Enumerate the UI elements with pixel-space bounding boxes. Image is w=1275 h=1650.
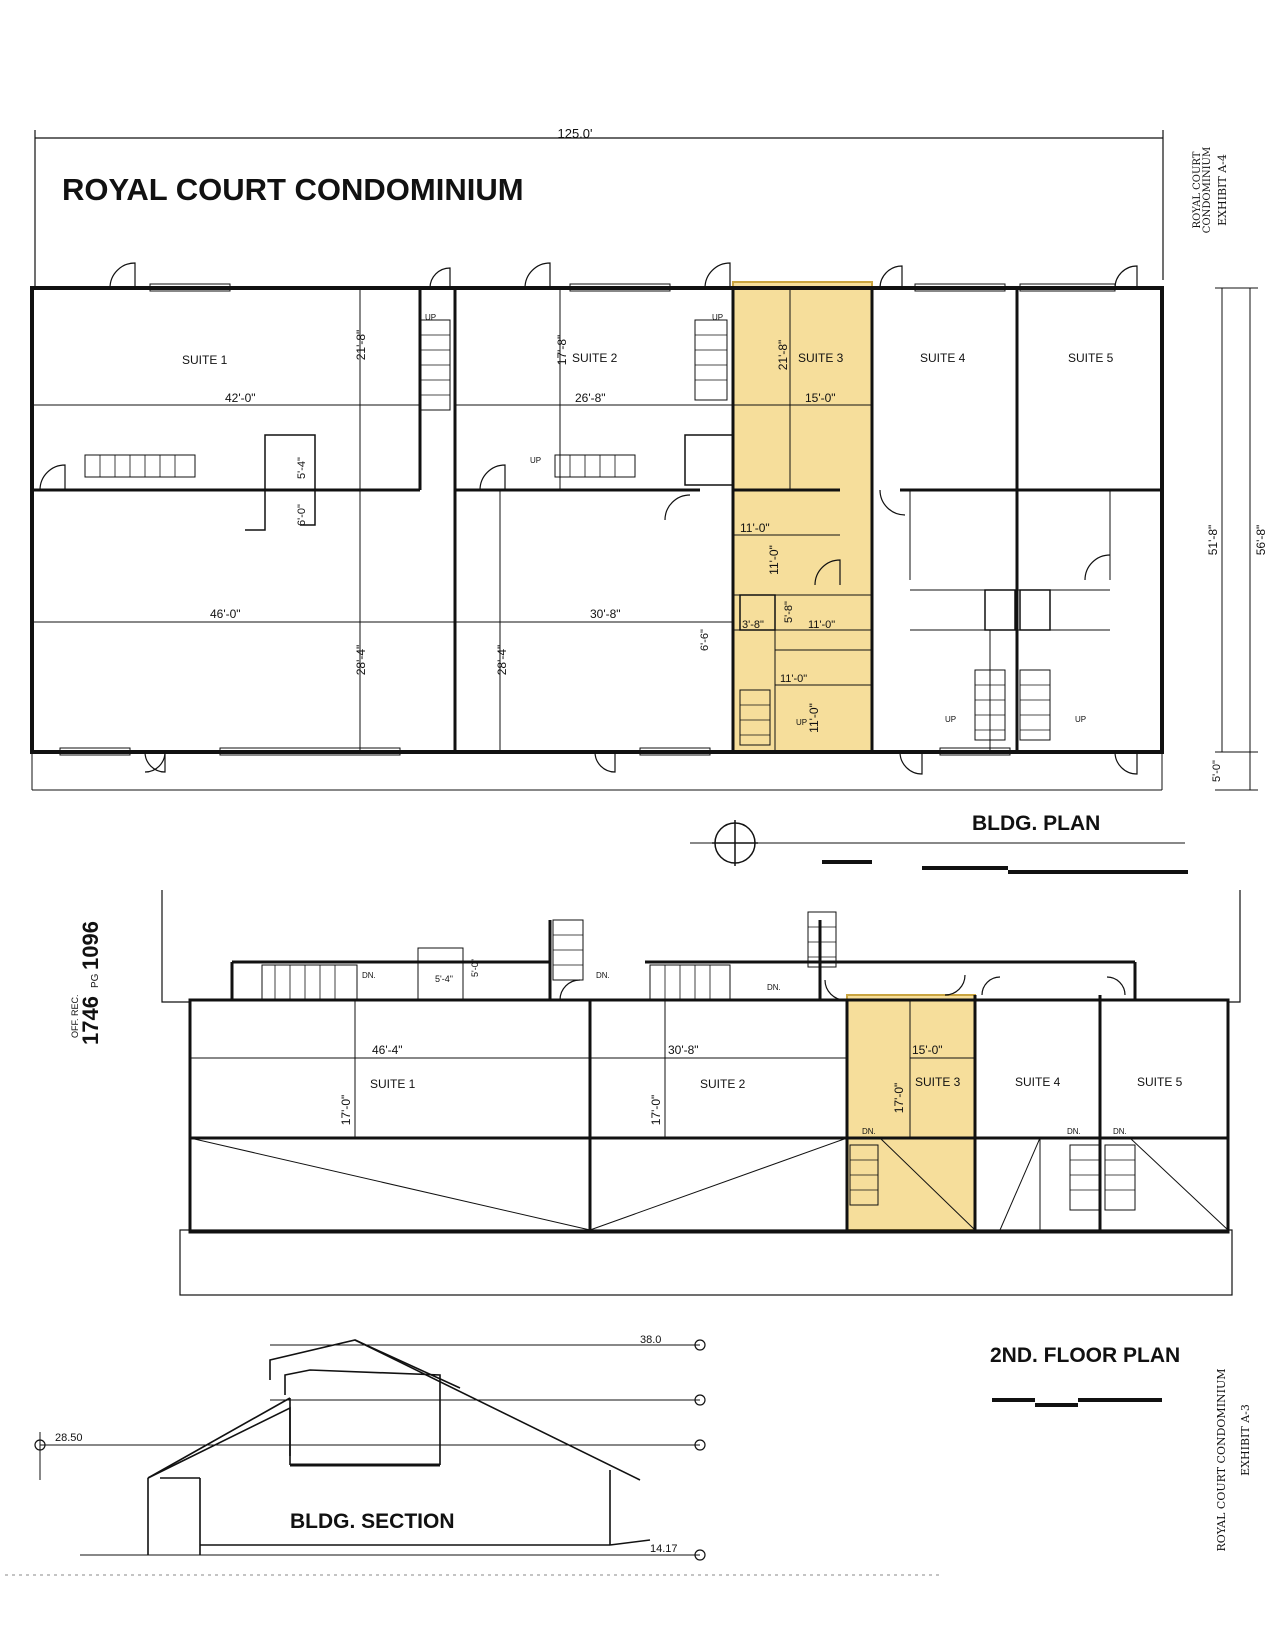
floor2-suite-4-label: SUITE 4 [1015,1075,1061,1089]
svg-text:PG: PG [90,973,101,988]
overall-width-label: 125.0' [557,126,592,141]
dn-label-5: DN. [1067,1127,1081,1136]
plan-scale-bar [822,860,1188,874]
svg-text:ROYAL COURT: ROYAL COURT [1192,151,1203,228]
dim-s3-lower-depth: 11'-0" [807,703,821,733]
dn-label-2: DN. [596,971,610,980]
dim-s1-bath-b: 6'-0" [296,504,308,526]
up-label-2: UP [712,313,723,322]
dim-s3-office-width: 11'-0" [740,521,770,535]
floor2-suite-3-highlight [846,994,976,1231]
bldg-plan-label: BLDG. PLAN [972,812,1100,835]
dim-s3-upper-depth: 21'-8" [776,340,790,371]
dim-f2-s3-width: 15'-0" [912,1043,943,1057]
svg-text:1096: 1096 [78,921,103,970]
elev-left-label: 28.50 [55,1432,83,1444]
recording-stamp: OFF. REC. 1746 PG 1096 [70,921,103,1045]
dim-s2-upper-width: 26'-8" [575,391,606,405]
plan-windows [59,283,1116,756]
plan-suite-4-label: SUITE 4 [920,351,966,365]
dn-label-4: DN. [862,1127,876,1136]
svg-text:1746: 1746 [78,996,103,1045]
dim-s2-upper-depth: 17'-8" [555,335,569,366]
floor2-plan-label: 2ND. FLOOR PLAN [990,1344,1180,1367]
up-label-6: UP [1075,715,1086,724]
up-label-1: UP [425,313,436,322]
dim-total-depth-b: 56'-8" [1254,525,1268,556]
svg-text:ROYAL COURT CONDOMINIUM: ROYAL COURT CONDOMINIUM [1215,1368,1228,1551]
up-label-4: UP [796,718,807,727]
dim-s3-bath-a: 3'-8" [742,619,764,631]
sheet-title: ROYAL COURT CONDOMINIUM [62,172,524,207]
overall-dimension [34,130,1164,290]
plan-outer-walls [30,286,1164,754]
dn-label-6: DN. [1113,1127,1127,1136]
floor2-scale-bar [992,1398,1162,1407]
dim-s1-upper-depth: 21'-8" [354,330,368,361]
svg-text:EXHIBIT A-3: EXHIBIT A-3 [1239,1404,1252,1476]
suite-3-highlight [732,281,873,753]
dim-s3-hall: 6'-6" [699,629,711,651]
elev-top-label: 38.0 [640,1334,661,1346]
plan-suite-2-label: SUITE 2 [572,351,618,365]
bldg-plan: SUITE 1 SUITE 2 SUITE 3 SUITE 4 SUITE 5 … [30,262,1268,791]
up-label-3: UP [530,456,541,465]
dim-s2-lower-depth: 28'-4" [495,645,509,676]
bldg-section-label: BLDG. SECTION [290,1510,455,1533]
dim-f2-s2-width: 30'-8" [668,1043,699,1057]
dim-s3-upper-width: 15'-0" [805,391,836,405]
bldg-section [34,1339,706,1561]
floor2-suite-2-label: SUITE 2 [700,1077,746,1091]
plan-suite-5-label: SUITE 5 [1068,351,1114,365]
plan-suite-3-label: SUITE 3 [798,351,844,365]
dim-s1-lower-depth: 28'-4" [354,645,368,676]
svg-text:EXHIBIT A-4: EXHIBIT A-4 [1216,154,1229,226]
svg-text:CONDOMINIUM: CONDOMINIUM [1202,147,1213,233]
dim-s1-bath-a: 5'-4" [296,457,308,479]
dn-label-1: DN. [362,971,376,980]
dim-f2-s2-depth: 17'-0" [649,1095,663,1126]
floor2-suite-5-label: SUITE 5 [1137,1075,1183,1089]
dim-s3-room-width: 11'-0" [808,619,835,631]
floor2-suite-3-label: SUITE 3 [915,1075,961,1089]
stair-treads [99,334,1050,736]
floor2-suite-1-label: SUITE 1 [370,1077,416,1091]
dim-walk: 5'-0" [1211,760,1223,782]
elev-bottom-label: 14.17 [650,1543,678,1555]
dim-s1-upper-width: 42'-0" [225,391,256,405]
second-floor-plan: SUITE 1 SUITE 2 SUITE 3 SUITE 4 SUITE 5 … [161,890,1241,1296]
up-label-5: UP [945,715,956,724]
dim-s3-lower-width: 11'-0" [780,673,807,685]
north-arrow-icon [690,820,1185,866]
dim-s3-office-depth: 11'-0" [767,545,781,575]
dim-f2-s3-depth: 17'-0" [892,1083,906,1114]
side-label-top: ROYAL COURT CONDOMINIUM EXHIBIT A-4 [1192,147,1229,233]
plan-bathrooms [245,434,1051,631]
plan-suite-1-label: SUITE 1 [182,353,228,367]
dn-label-3: DN. [767,983,781,992]
dim-s3-bath-b: 5'-8" [783,601,795,623]
plan-stairs [84,319,1051,746]
dim-f2-bath-a: 5'-4" [435,974,453,984]
rotated-dims: 21'-8" 28'-4" 5'-4" 6'-0" 17'-8" 28'-4" … [296,330,1268,782]
dim-s1-lower-width: 46'-0" [210,607,241,621]
dim-f2-s1-width: 46'-4" [372,1043,403,1057]
plan-doors [39,262,1138,775]
dim-total-depth-a: 51'-8" [1206,525,1220,556]
dim-f2-bath-b: 5'-0" [470,959,480,977]
dim-f2-s1-depth: 17'-0" [339,1095,353,1126]
side-label-bottom: ROYAL COURT CONDOMINIUM EXHIBIT A-3 [1215,1368,1252,1551]
svg-text:OFF. REC.: OFF. REC. [70,994,80,1038]
dim-s2-lower-width: 30'-8" [590,607,621,621]
